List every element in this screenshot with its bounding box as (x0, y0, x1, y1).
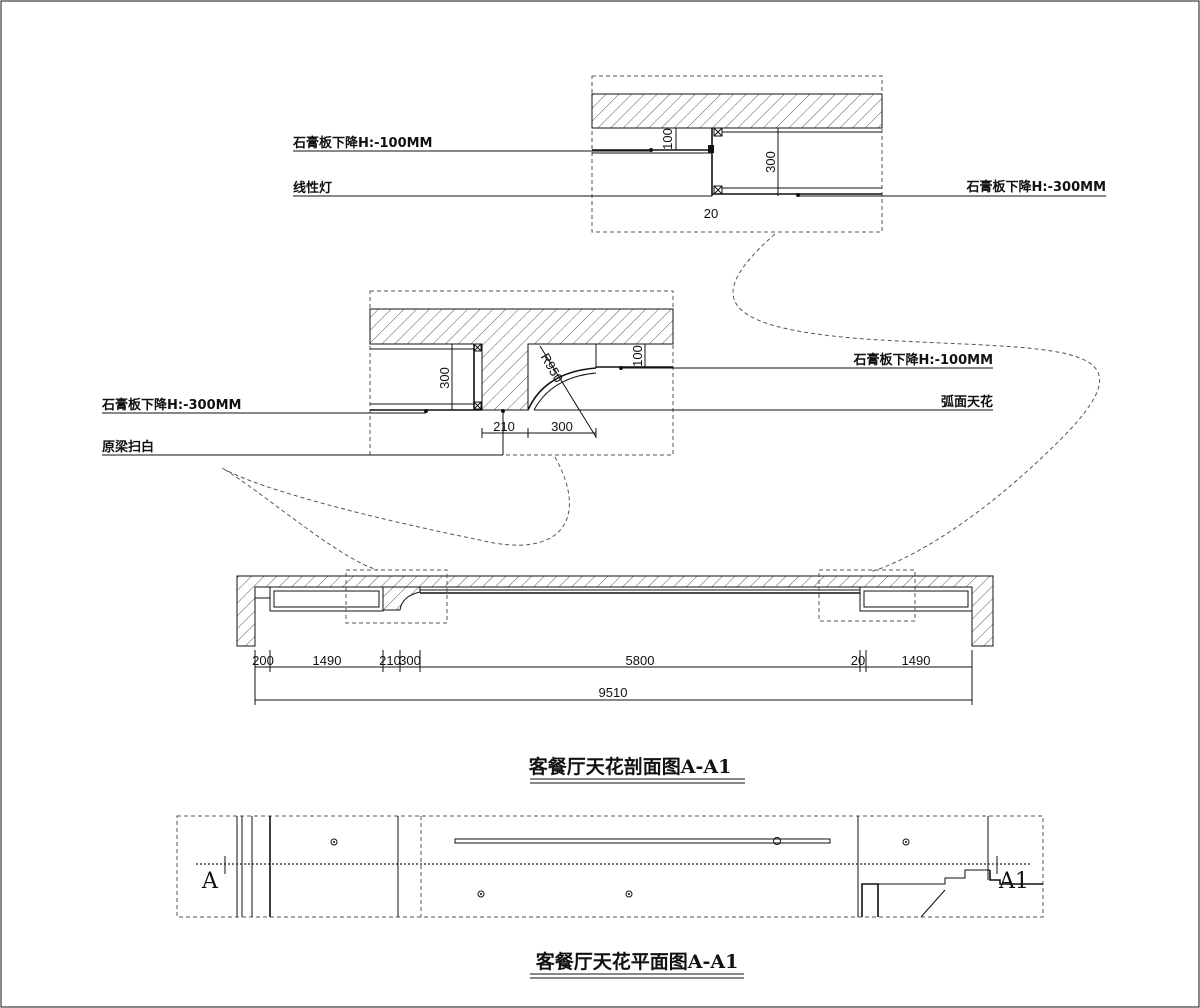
label-d2-gypsum-300: 石膏板下降H:-300MM (101, 397, 241, 413)
dim-d2-300v: 300 (437, 367, 452, 389)
section-marker-a1: A1 (998, 869, 1029, 894)
dim-main-20: 20 (851, 653, 865, 668)
label-d1-gypsum-300: 石膏板下降H:-300MM (966, 179, 1106, 195)
dim-d1-100: 100 (660, 128, 675, 150)
label-d2-beam: 原梁扫白 (102, 439, 154, 455)
plan-drawing: A A1 (176, 815, 1044, 918)
section-drawing: 200 1490 210 300 5800 20 1490 9510 (236, 569, 994, 705)
curved-ceiling-arc (527, 367, 597, 411)
detail-1-slab (591, 93, 883, 129)
detail-2-beam (369, 308, 674, 411)
detail-2: R950 300 100 210 300 石膏板下降H:-100MM 石膏板下降… (101, 290, 993, 456)
dim-d2-r950: R950 (538, 351, 567, 385)
label-d1-gypsum-100: 石膏板下降H:-100MM (292, 135, 432, 151)
label-d2-curved: 弧面天花 (941, 394, 993, 410)
detail-2-frame (369, 290, 674, 456)
dim-main-300: 300 (399, 653, 421, 668)
dim-main-1490-left: 1490 (313, 653, 342, 668)
dim-main-5800: 5800 (626, 653, 655, 668)
callout-box-left (345, 569, 448, 624)
callout-curve-right (732, 233, 1101, 573)
downlight-icon (330, 838, 910, 898)
dim-main-200: 200 (252, 653, 274, 668)
section-title: 客餐厅天花剖面图A-A1 (529, 755, 732, 778)
dim-d2-100: 100 (630, 345, 645, 367)
dim-d1-300: 300 (763, 151, 778, 173)
dim-main-210: 210 (379, 653, 401, 668)
dim-d2-210: 210 (493, 419, 515, 434)
label-d2-gypsum-100: 石膏板下降H:-100MM (853, 352, 993, 368)
callout-curve-left (221, 456, 570, 571)
linear-light-strip (454, 838, 831, 844)
dim-d1-20: 20 (704, 206, 718, 221)
dim-main-1490-right: 1490 (902, 653, 931, 668)
dim-d2-300h: 300 (551, 419, 573, 434)
detail-1: 100 300 20 石膏板下降H:-100MM 线性灯 石膏板下降H:-300… (292, 75, 1106, 233)
label-d1-linear-light: 线性灯 (293, 180, 332, 196)
dim-total-9510: 9510 (599, 685, 628, 700)
plan-title: 客餐厅天花平面图A-A1 (536, 950, 739, 973)
detail-1-frame (591, 75, 883, 233)
linear-light-icon (708, 145, 714, 153)
callout-box-right (818, 569, 916, 622)
section-marker-a: A (201, 869, 219, 894)
plan-frame (176, 815, 1044, 918)
